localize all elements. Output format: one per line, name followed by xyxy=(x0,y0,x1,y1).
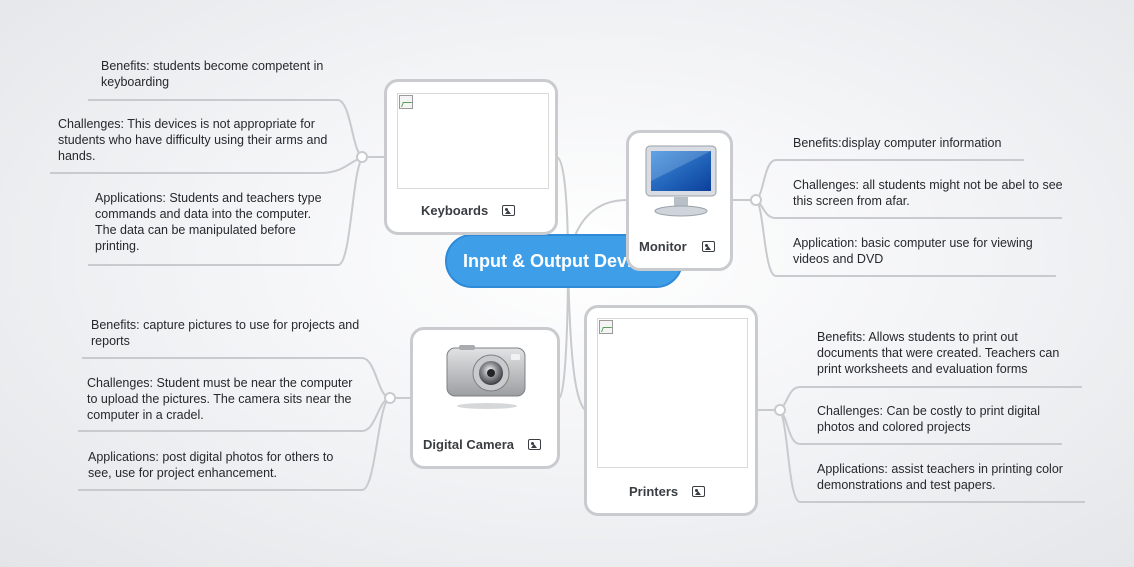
printers-challenges[interactable]: Challenges: Can be costly to print digit… xyxy=(817,404,1041,434)
printers-benefits[interactable]: Benefits: Allows students to print out d… xyxy=(817,330,1060,376)
monitor-icon xyxy=(645,145,717,217)
topic-keyboards-label: Keyboards xyxy=(421,203,489,218)
image-icon[interactable] xyxy=(702,241,715,252)
camera-challenges[interactable]: Challenges: Student must be near the com… xyxy=(87,376,353,422)
topic-printers[interactable]: Printers xyxy=(584,305,758,516)
topic-keyboards[interactable]: Keyboards xyxy=(384,79,558,235)
image-icon[interactable] xyxy=(692,486,705,497)
broken-image-icon xyxy=(399,95,413,109)
topic-printers-label: Printers xyxy=(629,484,679,499)
topic-digital-camera[interactable]: Digital Camera xyxy=(410,327,560,469)
monitor-challenges[interactable]: Challenges: all students might not be ab… xyxy=(793,178,1063,208)
camera-benefits[interactable]: Benefits: capture pictures to use for pr… xyxy=(91,318,360,348)
printer-image xyxy=(597,318,748,468)
keyboards-challenges[interactable]: Challenges: This devices is not appropri… xyxy=(58,117,328,163)
central-topic-title: Input & Output Devices xyxy=(463,250,663,271)
broken-image-icon xyxy=(599,320,613,334)
topic-digital-camera-label: Digital Camera xyxy=(423,437,515,452)
camera-icon xyxy=(446,345,526,409)
printers-applications[interactable]: Applications: assist teachers in printin… xyxy=(817,462,1063,492)
image-icon[interactable] xyxy=(528,439,541,450)
central-topic[interactable]: Input & Output Devices xyxy=(445,234,683,288)
monitor-benefits[interactable]: Benefits:display computer information xyxy=(793,136,1002,150)
camera-applications[interactable]: Applications: post digital photos for ot… xyxy=(88,450,334,480)
monitor-applications[interactable]: Application: basic computer use for view… xyxy=(793,236,1033,266)
image-icon[interactable] xyxy=(502,205,515,216)
keyboards-applications[interactable]: Applications: Students and teachers type… xyxy=(95,191,322,253)
keyboard-image xyxy=(397,93,549,189)
topic-monitor[interactable]: Monitor xyxy=(626,130,733,271)
keyboards-benefits[interactable]: Benefits: students become competent in k… xyxy=(101,59,324,89)
topic-monitor-label: Monitor xyxy=(639,239,687,254)
